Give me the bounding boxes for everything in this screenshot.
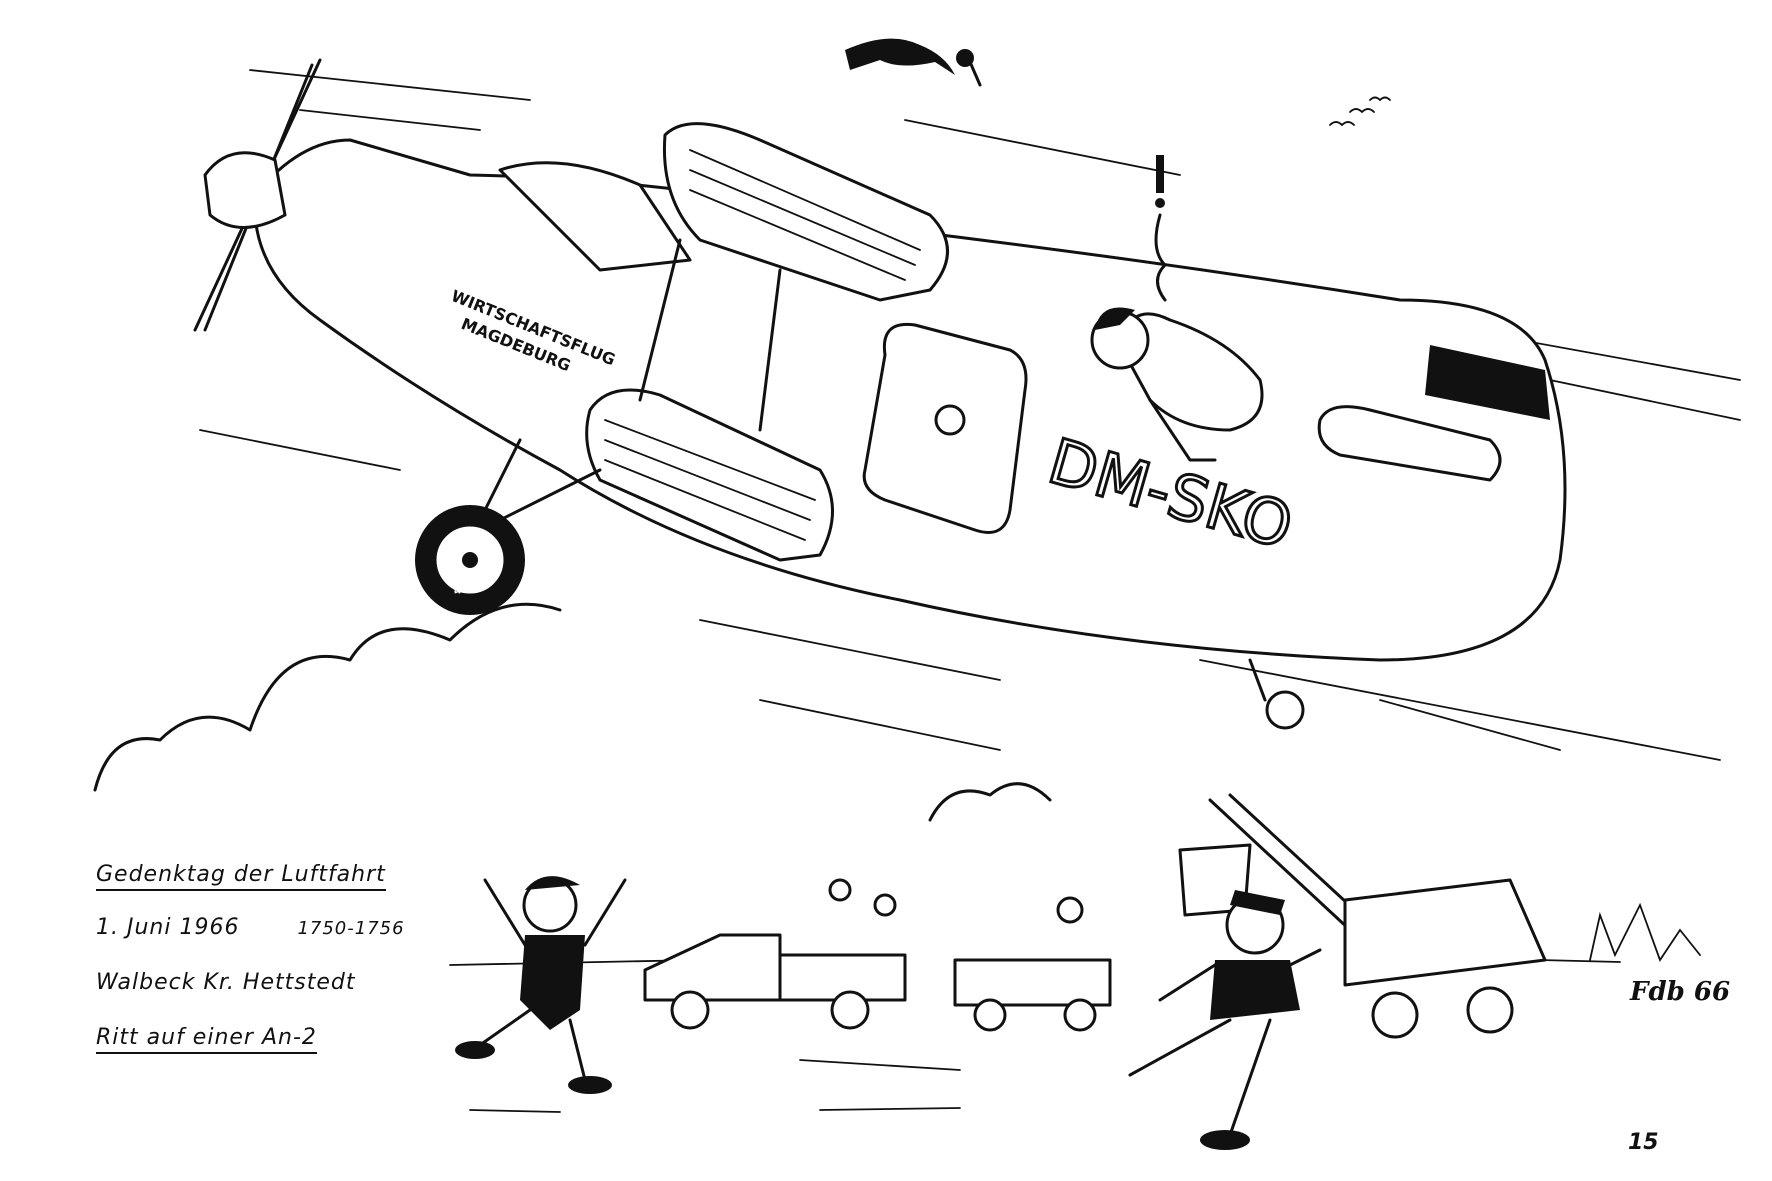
caption-place: Walbeck Kr. Hettstedt — [96, 970, 356, 995]
cockpit — [498, 161, 692, 272]
artist-signature: Fdb 66 — [1629, 977, 1730, 1007]
an2-fuselage — [203, 138, 1567, 662]
tree-line — [1589, 902, 1701, 962]
tailplane — [1317, 405, 1502, 482]
truck — [643, 878, 907, 1030]
caption-time: 1750-1756 — [297, 918, 405, 939]
ground-scene — [449, 793, 1701, 1150]
grass-tufts — [469, 1059, 961, 1113]
main-wheel — [415, 438, 602, 615]
tail-flag-stripe — [1425, 345, 1550, 420]
crow-bird — [845, 38, 982, 87]
running-man — [1128, 890, 1322, 1150]
caption-date: 1. Juni 1966 1750-1756 — [96, 915, 405, 940]
page-number: 15 — [1628, 1130, 1659, 1155]
caption-date-text: 1. Juni 1966 — [96, 915, 240, 940]
upper-wing — [662, 122, 949, 302]
tail-wheel — [1248, 658, 1305, 730]
clouds — [93, 602, 1052, 822]
distant-birds — [1329, 96, 1391, 127]
caption-subtitle: Ritt auf einer An-2 — [96, 1025, 317, 1054]
exclamation-mark — [1156, 155, 1164, 193]
man-riding-plane — [1090, 155, 1264, 462]
trailer — [953, 896, 1112, 1032]
caption-title: Gedenktag der Luftfahrt — [96, 862, 386, 891]
spinner — [203, 151, 287, 229]
lower-wing — [585, 238, 834, 562]
cheering-man — [455, 876, 627, 1094]
